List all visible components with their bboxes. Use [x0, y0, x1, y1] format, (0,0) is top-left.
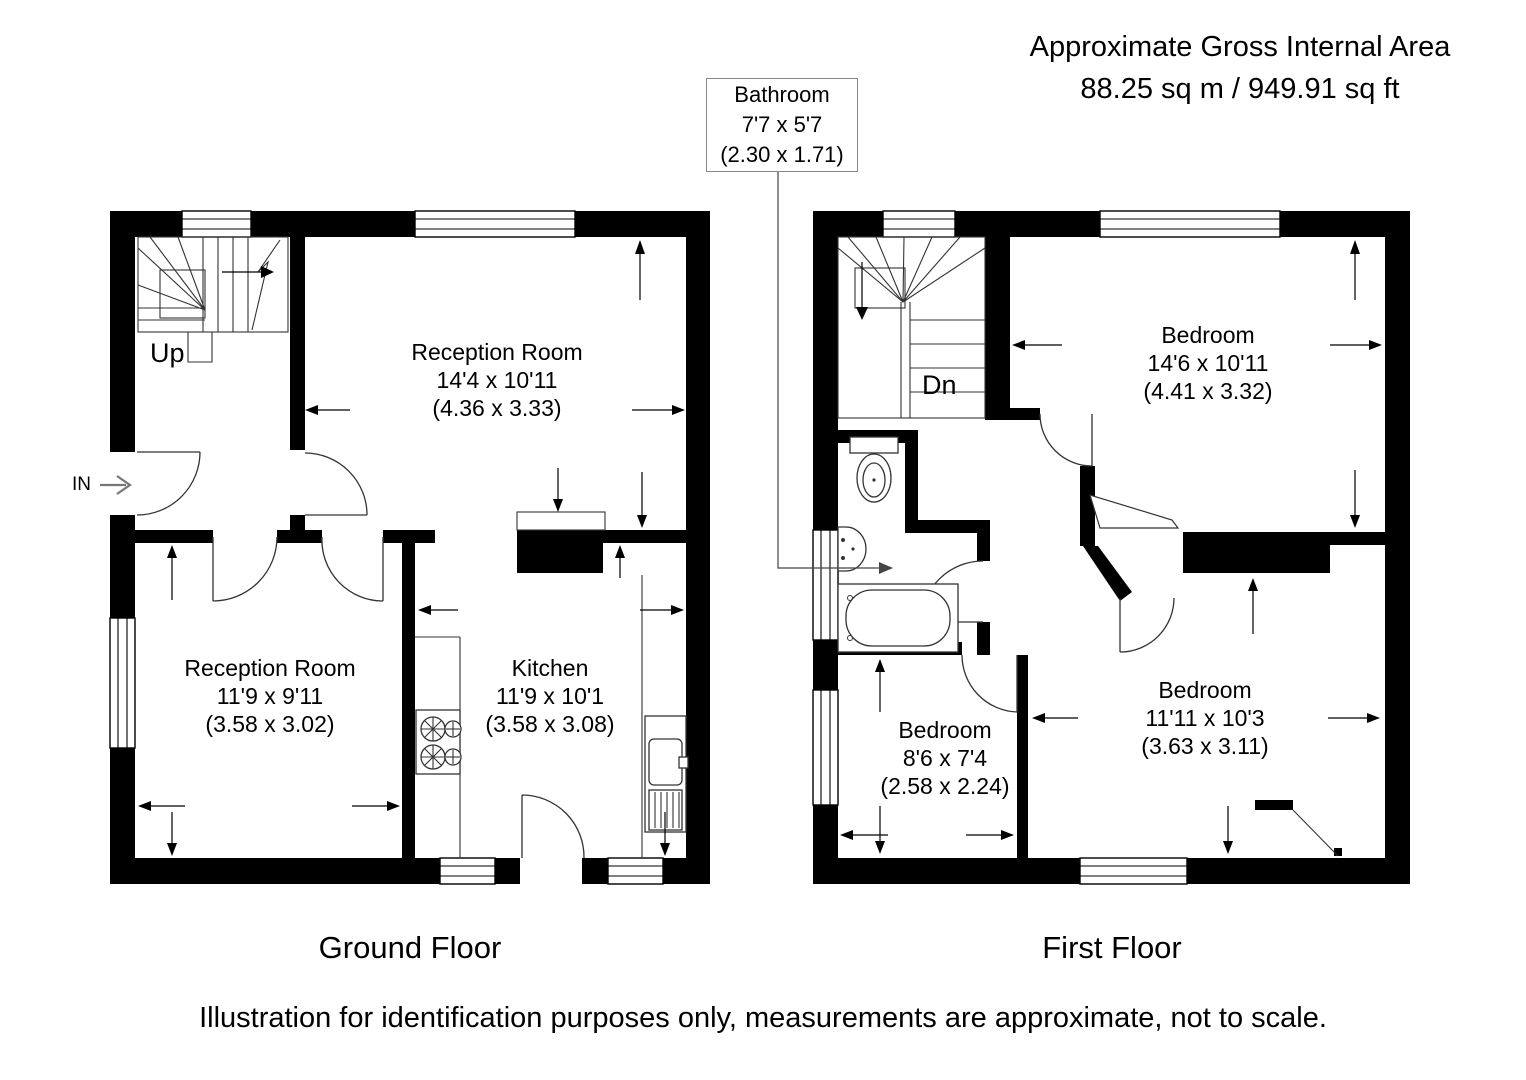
window — [181, 210, 252, 238]
room-label: Bedroom 8'6 x 7'4 (2.58 x 2.24) — [795, 716, 1095, 800]
hearth-outline — [516, 511, 606, 531]
room-metric-dims: (3.58 x 3.02) — [205, 711, 335, 737]
callout-leader-line — [777, 170, 893, 574]
header-title: Approximate Gross Internal Area — [1029, 31, 1451, 63]
room-imperial-dims: 11'9 x 9'11 — [216, 683, 324, 709]
basin-icon — [837, 526, 867, 572]
window — [812, 689, 839, 806]
dimension-arrow-icon — [840, 240, 1382, 854]
room-label: Bedroom 14'6 x 10'11 (4.41 x 3.32) — [1058, 321, 1358, 405]
room-metric-dims: (3.63 x 3.11) — [1141, 733, 1269, 759]
room-label: Reception Room 11'9 x 9'11 (3.58 x 3.02) — [120, 654, 420, 738]
room-name: Reception Room — [411, 339, 583, 365]
room-imperial-dims: 8'6 x 7'4 — [902, 745, 988, 771]
ground-floor-title: Ground Floor — [318, 930, 502, 965]
room-name: Bedroom — [1161, 322, 1255, 348]
bathroom-callout: Bathroom 7'7 x 5'7 (2.30 x 1.71) — [706, 78, 858, 172]
window — [414, 210, 576, 238]
window — [1099, 210, 1281, 238]
room-label: Bedroom 11'11 x 10'3 (3.63 x 3.11) — [1055, 676, 1355, 760]
window — [812, 529, 839, 641]
disclaimer-text: Illustration for identification purposes… — [199, 1002, 1327, 1034]
room-imperial-dims: 11'11 x 10'3 — [1145, 705, 1265, 731]
door-swing — [920, 413, 1175, 713]
room-name: Bedroom — [898, 717, 992, 743]
first-floor-title: First Floor — [1042, 930, 1182, 965]
first-floor-plan — [812, 210, 1410, 885]
entrance-door-swing — [136, 451, 201, 516]
dimension-arrow-icon — [138, 240, 685, 856]
stairs-down-label: Dn — [922, 370, 957, 400]
ground-floor-plan — [100, 210, 710, 885]
window — [882, 210, 956, 238]
ground-floor-door-openings — [110, 452, 582, 884]
stairs-up-label: Up — [150, 338, 185, 368]
room-metric-dims: (2.58 x 2.24) — [880, 773, 1010, 799]
ground-floor-stairs — [137, 236, 289, 363]
window — [1079, 857, 1188, 885]
window — [439, 857, 496, 885]
room-name: Reception Room — [184, 655, 356, 681]
cupboard-door — [1292, 809, 1339, 857]
window — [109, 617, 136, 749]
room-imperial-dims: 14'4 x 10'11 — [436, 367, 558, 393]
gross-internal-area-header: Approximate Gross Internal Area 88.25 sq… — [1000, 26, 1480, 110]
callout-imperial-dims: 7'7 x 5'7 — [741, 112, 823, 137]
first-floor-stairs — [837, 236, 986, 419]
room-label: Kitchen 11'9 x 10'1 (3.58 x 3.08) — [400, 654, 700, 738]
room-imperial-dims: 14'6 x 10'11 — [1147, 350, 1269, 376]
entrance-arrow-icon — [100, 475, 132, 495]
ajar-door-leaf — [1089, 494, 1180, 529]
room-metric-dims: (4.36 x 3.33) — [432, 395, 562, 421]
toilet-icon — [849, 436, 899, 503]
room-name: Kitchen — [511, 655, 589, 681]
window — [607, 857, 664, 885]
room-metric-dims: (3.58 x 3.08) — [485, 711, 615, 737]
bathtub-icon — [837, 583, 959, 653]
room-metric-dims: (4.41 x 3.32) — [1143, 378, 1273, 404]
callout-room-name: Bathroom — [734, 82, 830, 107]
room-imperial-dims: 11'9 x 10'1 — [495, 683, 605, 709]
room-name: Bedroom — [1158, 677, 1252, 703]
header-area-value: 88.25 sq m / 949.91 sq ft — [1080, 73, 1400, 105]
stair-direction-arrow-icon — [856, 262, 868, 320]
callout-metric-dims: (2.30 x 1.71) — [720, 142, 844, 167]
hob-icon — [415, 709, 462, 775]
room-label: Reception Room 14'4 x 10'11 (4.36 x 3.33… — [347, 338, 647, 422]
door-swing — [212, 452, 585, 859]
stair-direction-arrow-icon — [222, 266, 274, 278]
entrance-label: IN — [72, 474, 91, 495]
